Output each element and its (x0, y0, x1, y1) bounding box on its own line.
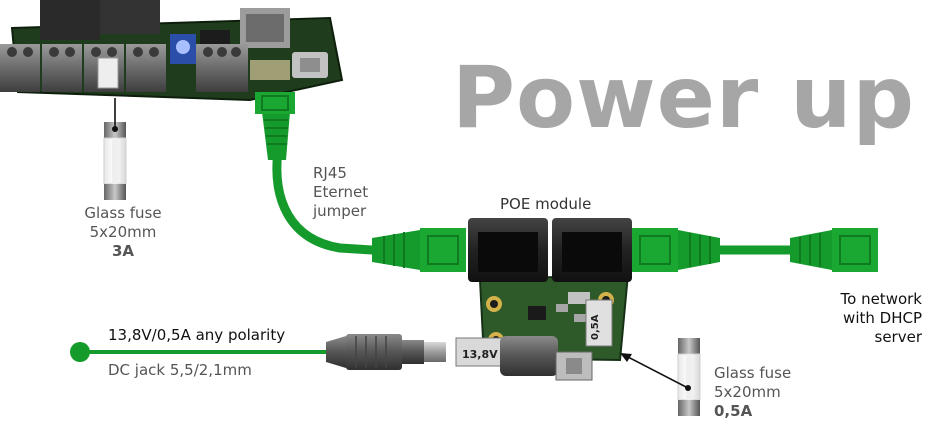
rj45-jumper-cable (255, 92, 466, 272)
network-line1: To network (840, 290, 922, 308)
poe-module: 0,5A 13,8V (455, 218, 632, 381)
jumper-line1: RJ45 (313, 164, 347, 182)
fuse-poe-label: Glass fuse 5x20mm 0,5A (714, 364, 791, 421)
poe-module-label: POE module (500, 195, 592, 213)
dc-jack-label: DC jack 5,5/2,1mm (108, 361, 252, 379)
jumper-label: RJ45 Eternet jumper (313, 164, 368, 221)
dc-power-cable (70, 334, 446, 370)
fuse-poe-line1: Glass fuse (714, 364, 792, 382)
network-line3: server (874, 328, 922, 346)
fuse-main-label: Glass fuse 5x20mm 3A (68, 204, 178, 261)
fuse-main-line2: 5x20mm (89, 223, 157, 241)
network-label: To network with DHCP server (820, 290, 922, 347)
network-line2: with DHCP (843, 309, 922, 327)
network-cable (632, 228, 878, 272)
page-title: Power up (452, 48, 916, 148)
fuse-main-rating: 3A (111, 242, 135, 260)
main-controller-board (0, 0, 344, 102)
jumper-line2: Eternet (313, 183, 369, 201)
fuse-05a-icon (620, 338, 701, 416)
poe-fuse-marking: 0,5A (590, 314, 601, 340)
fuse-poe-rating: 0,5A (714, 402, 753, 420)
fuse-main-line1: Glass fuse (84, 204, 162, 222)
fuse-poe-line2: 5x20mm (714, 383, 781, 401)
jumper-line3: jumper (313, 202, 367, 220)
power-voltage-label: 13,8V/0,5A any polarity (108, 326, 286, 344)
poe-terminal-marking: 13,8V (462, 348, 498, 361)
fuse-3a-icon (103, 98, 127, 200)
